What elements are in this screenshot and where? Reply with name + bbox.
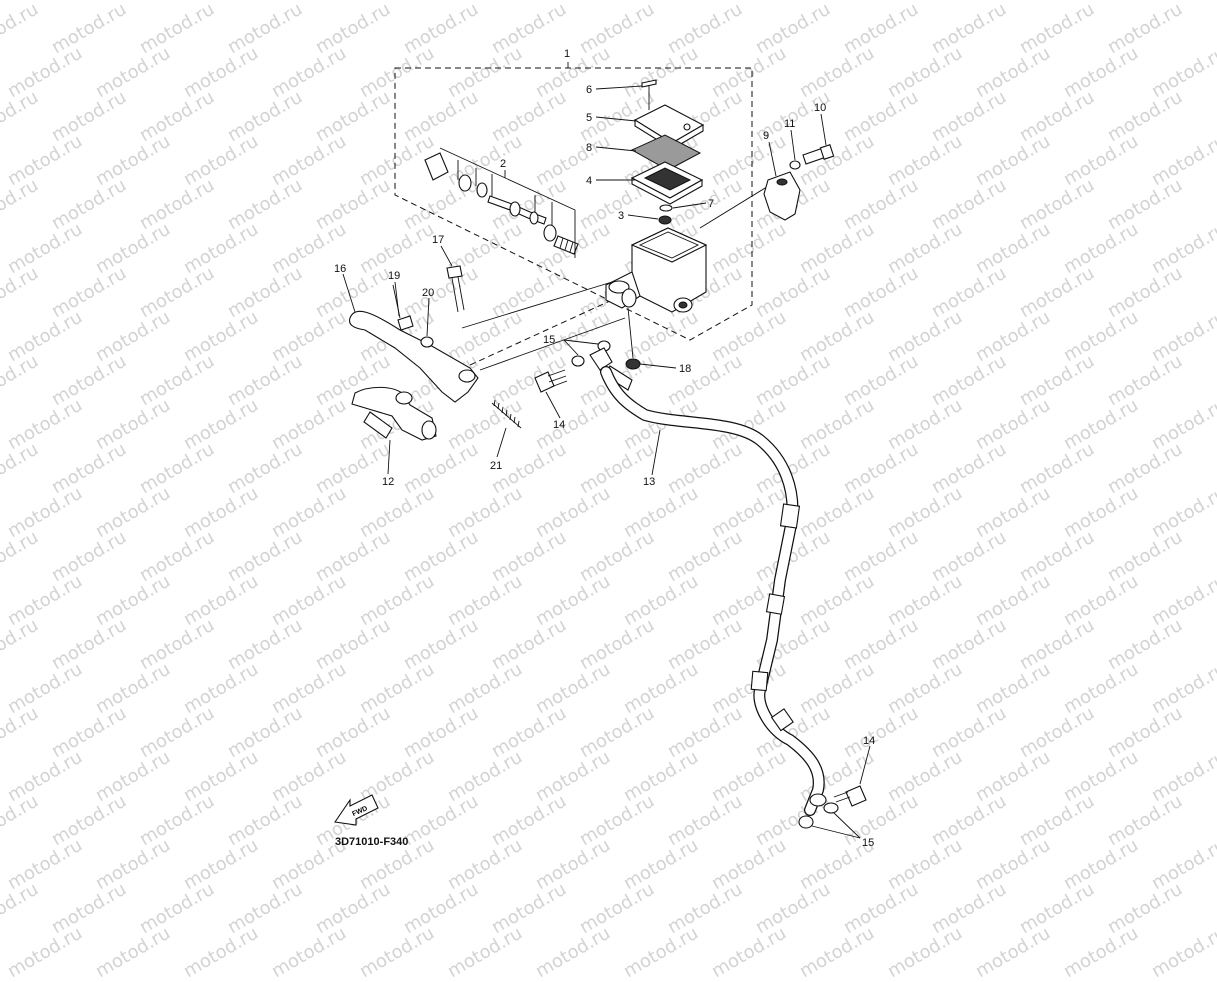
callout-1: 1 xyxy=(564,48,570,60)
diaphragm-plate-8 xyxy=(630,134,702,171)
figure-code: 3D71010-F340 xyxy=(335,836,408,848)
callout-2: 2 xyxy=(500,158,506,170)
watermark-text: motod.ru xyxy=(1148,922,1217,982)
diaphragm-4 xyxy=(630,161,704,205)
washer-15-a xyxy=(571,355,585,367)
washer-7 xyxy=(659,204,673,212)
lever-leader-line xyxy=(479,317,626,371)
float-3 xyxy=(658,215,672,225)
watermark-text: motod.ru xyxy=(4,922,87,982)
callout-20: 20 xyxy=(422,287,434,299)
callout-numbers: 1 2 3 4 5 6 7 8 9 10 11 12 13 14 14 15 1… xyxy=(334,48,875,849)
callout-9: 9 xyxy=(763,130,769,142)
pivot-dashed-line xyxy=(469,299,613,366)
lever-16 xyxy=(348,310,479,403)
callout-10: 10 xyxy=(814,102,826,114)
callout-18: 18 xyxy=(679,363,691,375)
pin-leader-line xyxy=(461,281,613,329)
callout-17: 17 xyxy=(432,234,444,246)
callout-5: 5 xyxy=(586,112,592,124)
watermark-text: motod.ru xyxy=(180,922,263,982)
watermark-text: motod.ru xyxy=(92,922,175,982)
washer-15-c xyxy=(823,802,839,814)
watermark-text: motod.ru xyxy=(356,922,439,982)
piston-kit-2 xyxy=(424,147,579,258)
callout-19: 19 xyxy=(388,270,400,282)
watermark-text: motod.ru xyxy=(884,922,967,982)
holder-leader-line xyxy=(699,184,771,229)
callout-4: 4 xyxy=(586,175,592,187)
callout-6: 6 xyxy=(586,84,592,96)
fwd-arrow-icon: FWD xyxy=(334,794,379,826)
watermark-text: motod.ru xyxy=(444,922,527,982)
callout-15-top: 15 xyxy=(543,334,555,346)
callout-21: 21 xyxy=(490,460,502,472)
callout-8: 8 xyxy=(586,142,592,154)
assembly-outline xyxy=(394,67,753,341)
callout-11: 11 xyxy=(784,118,795,130)
screw-6 xyxy=(641,79,657,110)
nut-18 xyxy=(625,358,641,370)
callout-16: 16 xyxy=(334,263,346,275)
watermark-text: motod.ru xyxy=(708,922,791,982)
spring-21 xyxy=(491,399,522,429)
watermark-text: motod.ru xyxy=(268,922,351,982)
callout-14-top: 14 xyxy=(553,419,565,431)
nut-20 xyxy=(420,336,434,348)
bolt-10 xyxy=(802,144,835,165)
callout-15-bottom: 15 xyxy=(862,837,874,849)
callout-13: 13 xyxy=(643,476,655,488)
callout-3: 3 xyxy=(618,210,624,222)
washer-15-d xyxy=(798,815,814,829)
watermark-text: motod.ru xyxy=(1060,922,1143,982)
callout-7: 7 xyxy=(708,198,714,210)
holder-9 xyxy=(763,171,801,221)
union-bolt-14-top xyxy=(534,369,568,393)
washer-11 xyxy=(789,160,801,170)
callout-14-bottom: 14 xyxy=(863,735,875,747)
master-cylinder-body xyxy=(605,227,708,313)
watermark-text: motod.ru xyxy=(972,922,1055,982)
lever-holder-12 xyxy=(351,386,437,441)
watermark-text: motod.ru xyxy=(796,922,879,982)
diagram-drawing: FWD xyxy=(334,48,875,849)
union-bolt-14-bottom xyxy=(833,785,867,807)
watermark-text: motod.ru xyxy=(620,922,703,982)
watermark-text: motod.ru xyxy=(532,922,615,982)
callout-12: 12 xyxy=(382,476,394,488)
clutch-hose-13 xyxy=(589,347,827,816)
callout-leaders xyxy=(342,85,871,839)
pivot-pin-17 xyxy=(446,265,465,313)
